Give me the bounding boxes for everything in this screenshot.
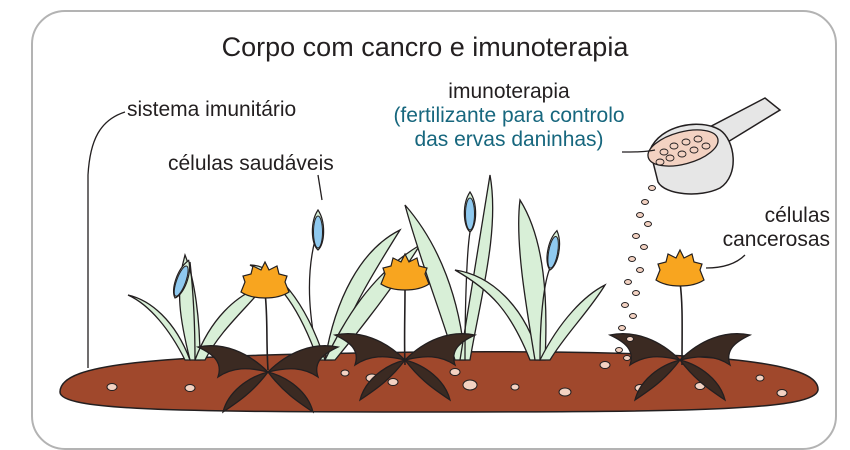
label-immunotherapy-desc-2: das ervas daninhas) — [414, 128, 604, 152]
label-immunotherapy: imunoterapia (fertilizante para controlo… — [368, 80, 650, 152]
label-immune-system: sistema imunitário — [127, 98, 297, 121]
cancer-weed — [197, 261, 339, 413]
label-cancer-cells-line2: cancerosas — [722, 228, 830, 252]
label-immunotherapy-title: imunoterapia — [448, 80, 570, 103]
healthy-cells-leader-line — [317, 174, 323, 201]
healthy-plant — [127, 252, 267, 361]
label-healthy-cells: células saudáveis — [168, 152, 334, 175]
label-cancer-cells-line1: células — [764, 204, 830, 227]
diagram-title: Corpo com cancro e imunoterapia — [221, 32, 629, 62]
immune-system-leader-line — [87, 111, 126, 368]
garden-illustration — [59, 97, 819, 413]
immunotherapy-scoop — [647, 97, 782, 195]
label-cancer-cells: células cancerosas — [690, 204, 830, 252]
cancer-weed — [334, 253, 476, 401]
healthy-plant — [454, 198, 607, 361]
label-immunotherapy-desc-1: (fertilizante para controlo — [393, 104, 625, 128]
falling-seeds — [615, 185, 656, 361]
immunotherapy-leader-line — [621, 149, 656, 153]
cancer-cells-leader-line — [705, 254, 746, 269]
cancer-weed — [609, 249, 751, 401]
